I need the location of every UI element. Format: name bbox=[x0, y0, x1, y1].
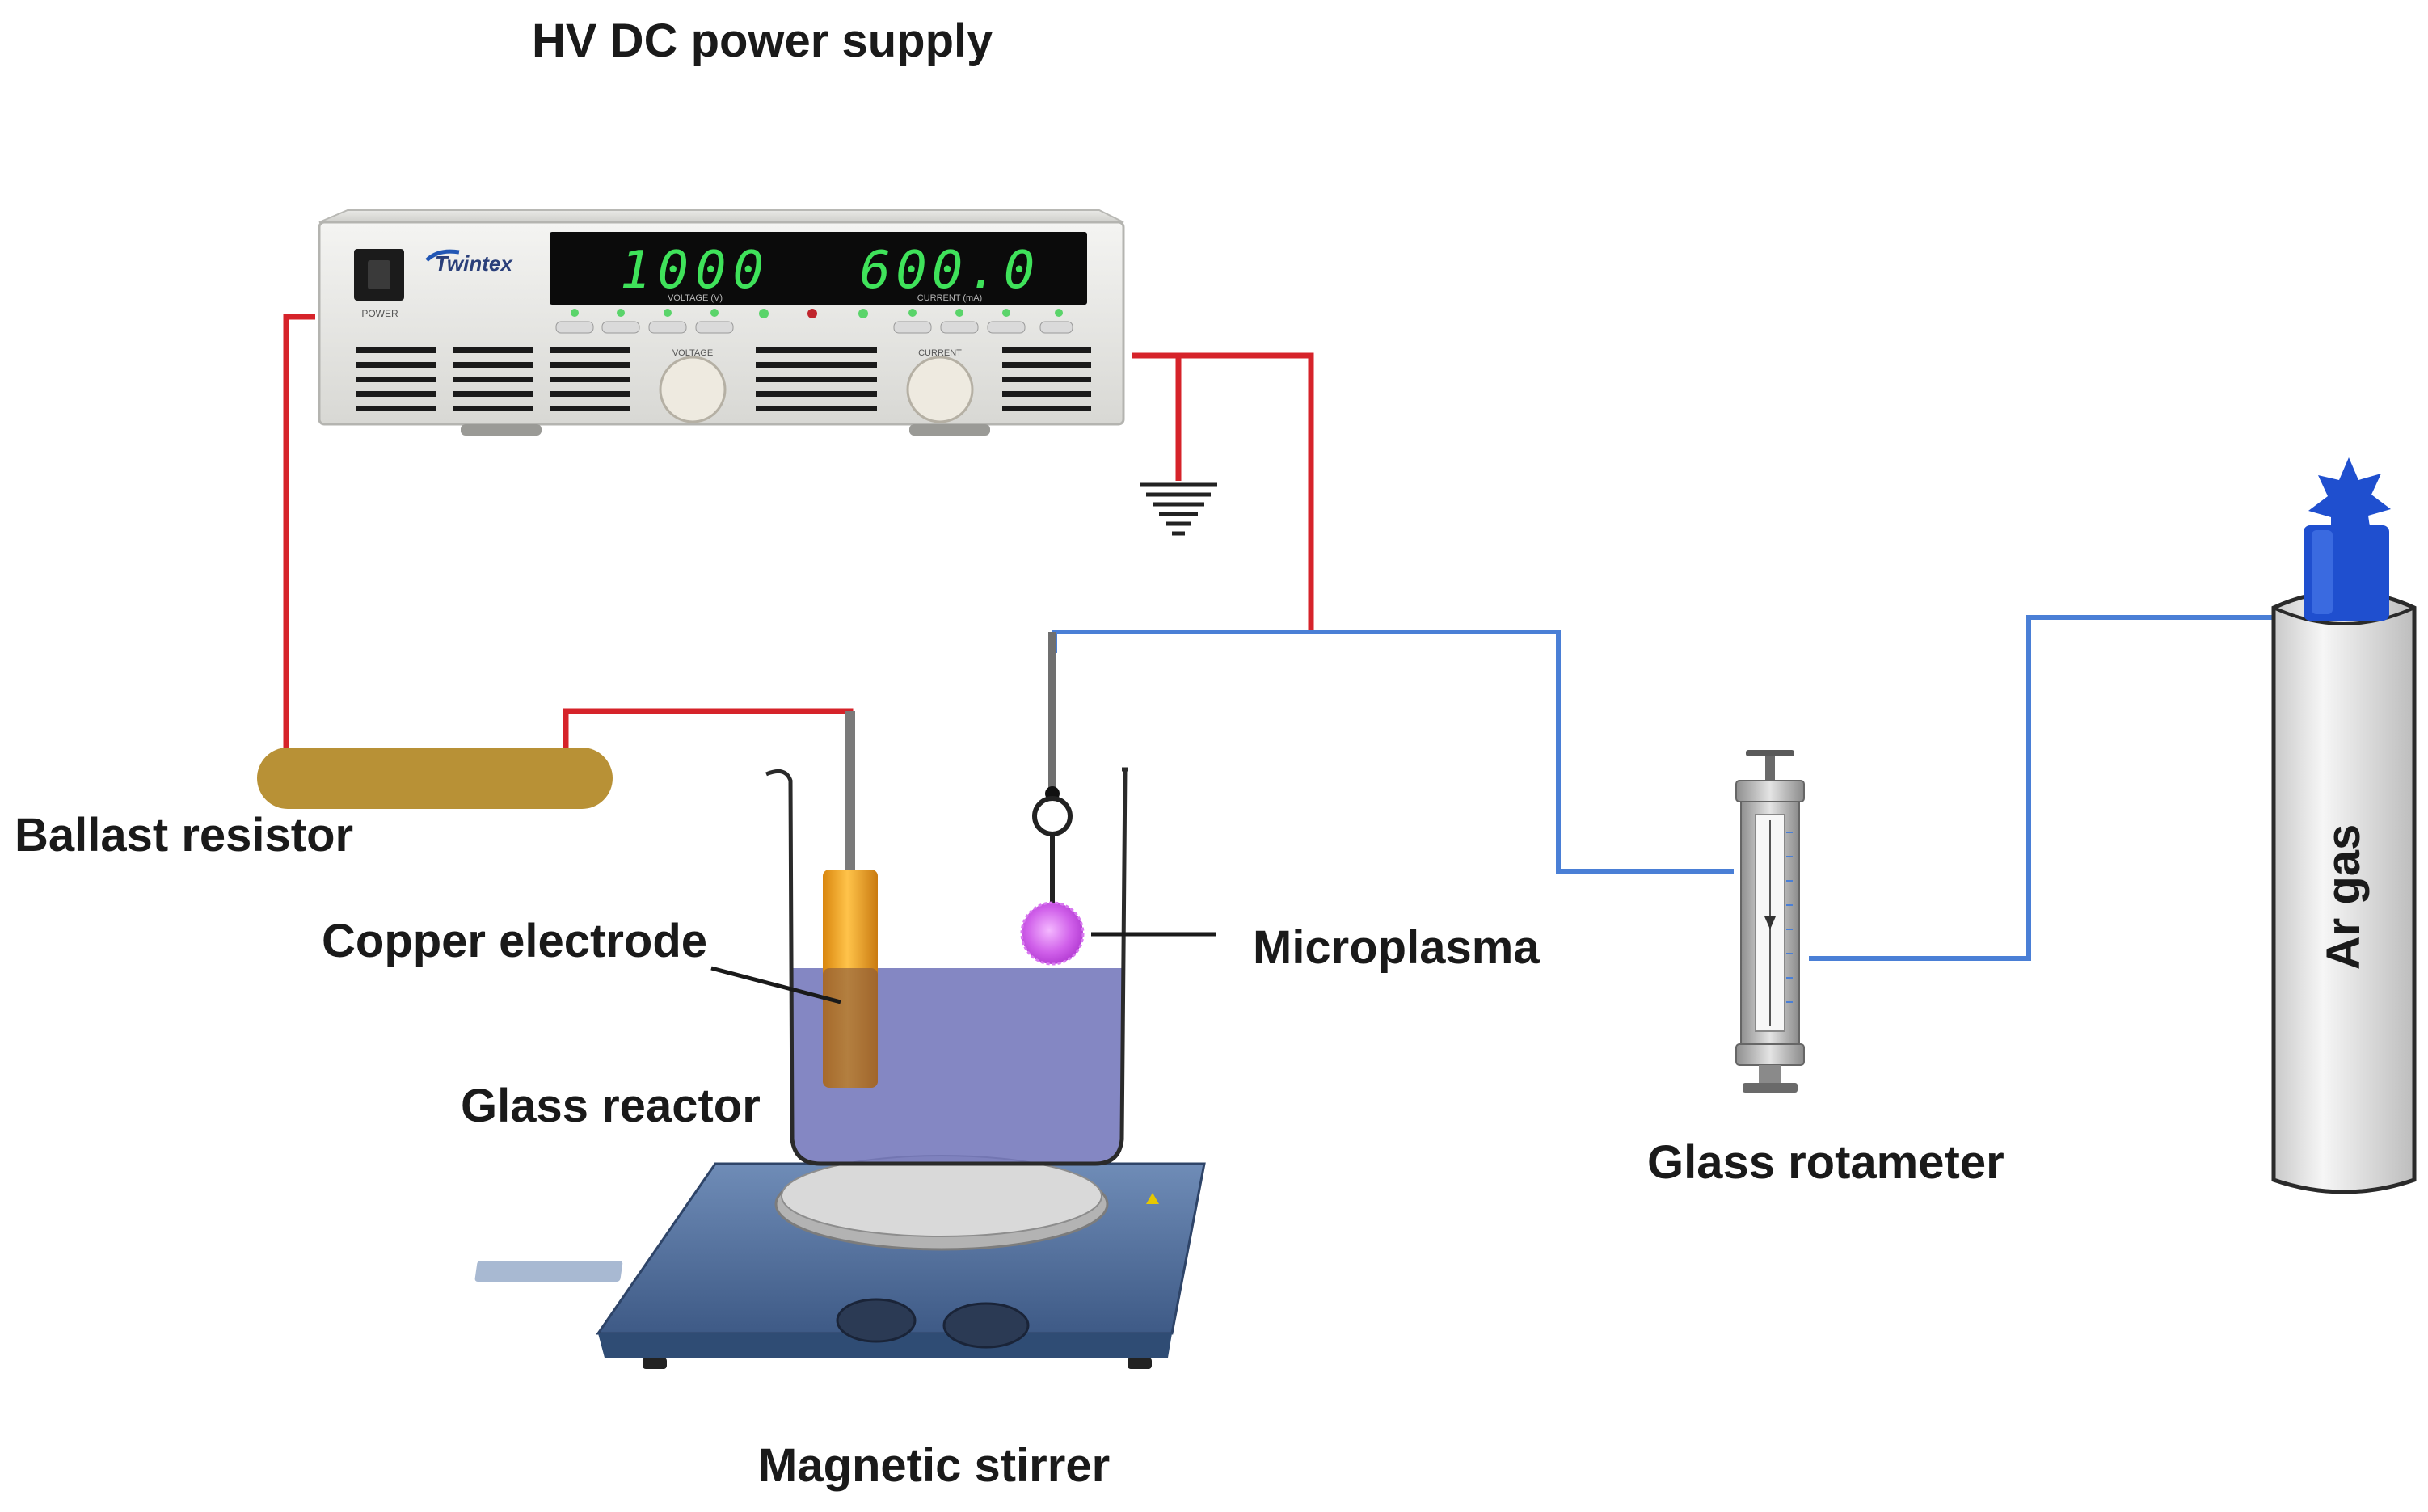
voltage-caption: VOLTAGE (V) bbox=[668, 293, 723, 303]
label-copper-electrode: Copper electrode bbox=[322, 915, 707, 967]
glass-rotameter bbox=[1735, 750, 1805, 1093]
copper-electrode bbox=[823, 711, 878, 1088]
stir-knob-right-icon bbox=[942, 1302, 1030, 1349]
current-knob-icon bbox=[906, 356, 974, 423]
label-power-supply: HV DC power supply bbox=[532, 15, 993, 67]
label-ballast-resistor: Ballast resistor bbox=[15, 809, 354, 861]
label-glass-reactor: Glass reactor bbox=[461, 1080, 761, 1132]
microplasma-nozzle bbox=[1020, 632, 1085, 966]
wire-supply-to-gasline bbox=[1178, 352, 1314, 632]
glass-reactor bbox=[765, 767, 1128, 1166]
current-caption: CURRENT (mA) bbox=[917, 293, 982, 303]
vent-grilles bbox=[356, 347, 1091, 411]
label-microplasma: Microplasma bbox=[1253, 921, 1540, 974]
hv-dc-power-supply: POWER Twintex 1000 600.0 VOLTAGE (V) CUR… bbox=[318, 209, 1125, 436]
ballast-resistor bbox=[257, 748, 613, 809]
label-ar-gas: Ar gas bbox=[2317, 823, 2370, 971]
current-readout: 600.0 bbox=[860, 241, 1040, 301]
magnetic-stirrer bbox=[474, 1155, 1206, 1369]
stir-knob-left-icon bbox=[836, 1298, 917, 1343]
ar-gas-cylinder bbox=[2271, 457, 2417, 1194]
wire-ballast-to-copper bbox=[563, 708, 854, 756]
ground-symbol-icon bbox=[1140, 482, 1217, 536]
gas-line-rotameter-to-cylinder bbox=[1809, 615, 2276, 961]
lcd-display bbox=[550, 232, 1087, 305]
gas-line-to-microplasma bbox=[1052, 630, 1734, 874]
label-glass-rotameter: Glass rotameter bbox=[1647, 1136, 2004, 1189]
brand-name: Twintex bbox=[435, 251, 513, 276]
wire-supply-to-ballast bbox=[283, 314, 315, 756]
power-caption: POWER bbox=[361, 308, 398, 319]
label-pointers bbox=[710, 932, 1216, 1004]
wire-supply-to-ground bbox=[1132, 352, 1182, 481]
knob-voltage-caption: VOLTAGE bbox=[672, 348, 713, 358]
gas-lines bbox=[1052, 615, 2276, 961]
microplasma-glow bbox=[1020, 901, 1085, 966]
voltage-readout: 1000 bbox=[620, 241, 770, 301]
brand-logo-icon bbox=[425, 249, 460, 262]
panel-buttons bbox=[555, 309, 1073, 334]
label-magnetic-stirrer: Magnetic stirrer bbox=[758, 1439, 1111, 1492]
voltage-knob-icon bbox=[659, 356, 727, 423]
cylinder-valve-star-icon bbox=[2308, 457, 2391, 541]
knob-current-caption: CURRENT bbox=[918, 348, 962, 358]
